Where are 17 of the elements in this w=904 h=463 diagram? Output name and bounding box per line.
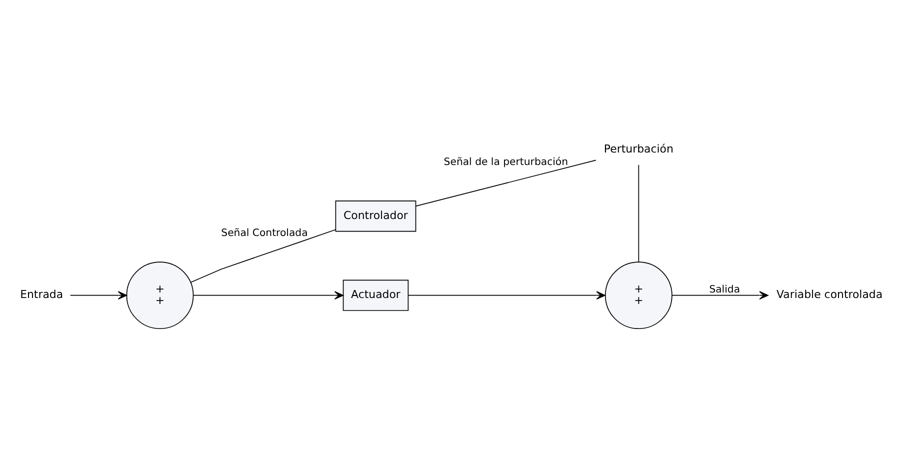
arrow xyxy=(192,291,344,300)
edge-label: Salida xyxy=(709,284,740,296)
node-text: Perturbación xyxy=(604,142,674,156)
arrow xyxy=(70,291,128,300)
edge-label: Señal de la perturbación xyxy=(444,157,568,168)
edge-label: Señal Controlada xyxy=(221,228,308,240)
node-circle: + + xyxy=(126,262,194,330)
connector xyxy=(190,229,336,283)
node-text: Variable controlada xyxy=(776,288,883,302)
connector xyxy=(638,164,640,262)
node-box: Controlador xyxy=(335,200,416,232)
arrow xyxy=(408,291,606,300)
node-box: Actuador xyxy=(342,280,409,311)
arrow xyxy=(672,291,768,300)
node-circle: + + xyxy=(604,262,672,330)
node-text: Entrada xyxy=(20,288,64,302)
connector xyxy=(416,160,596,206)
